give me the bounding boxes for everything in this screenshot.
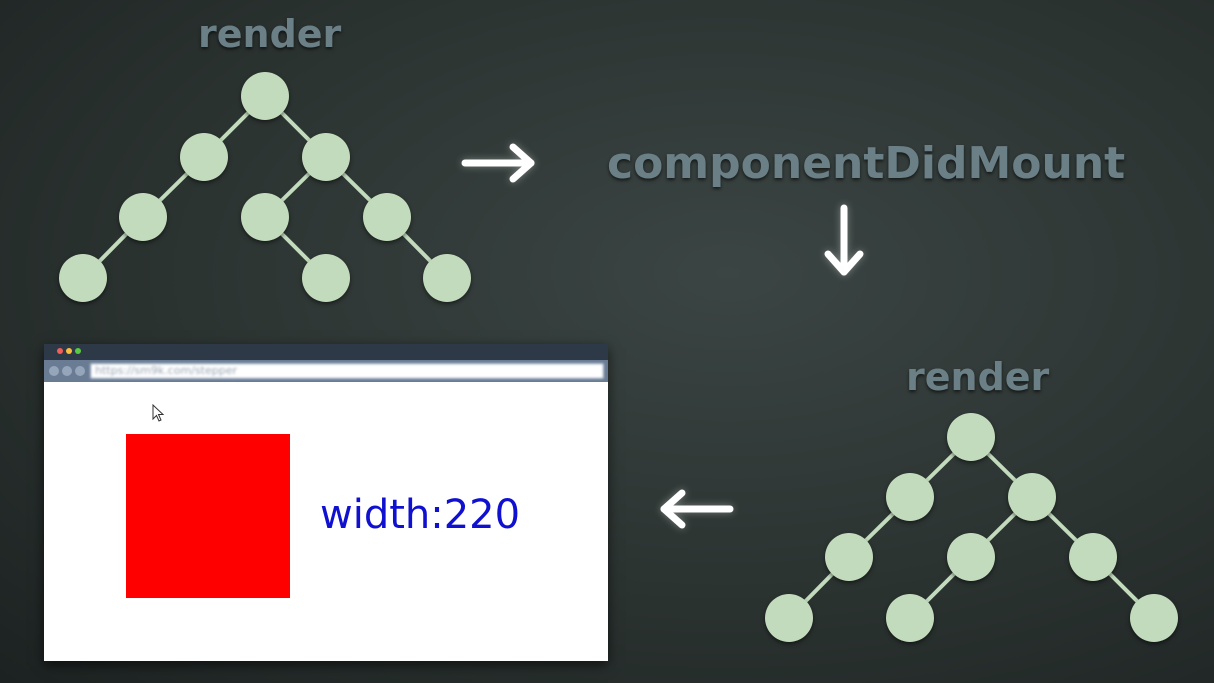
tree-node: [1008, 473, 1056, 521]
render-tree-top: [59, 72, 471, 302]
back-button[interactable]: [49, 366, 59, 376]
forward-button[interactable]: [62, 366, 72, 376]
tree-edges: [81, 94, 449, 280]
tree-node: [825, 533, 873, 581]
mouse-cursor-icon: [152, 404, 165, 422]
tree-node: [59, 254, 107, 302]
tree-node: [241, 193, 289, 241]
arrow-left-icon: [660, 489, 734, 529]
tree-node: [886, 594, 934, 642]
browser-content: width:220: [44, 382, 608, 661]
tree-node: [119, 193, 167, 241]
tree-node: [1069, 533, 1117, 581]
tree-node: [1130, 594, 1178, 642]
tree-node: [765, 594, 813, 642]
tree-node: [302, 254, 350, 302]
render-label-top: render: [198, 12, 342, 56]
address-bar[interactable]: https://sm9k.com/stepper: [90, 363, 604, 379]
component-did-mount-label: componentDidMount: [607, 138, 1126, 189]
arrow-right-icon: [461, 143, 535, 183]
tree-node: [886, 473, 934, 521]
maximize-window-dot[interactable]: [75, 348, 81, 354]
tree-node: [423, 254, 471, 302]
browser-toolbar: https://sm9k.com/stepper: [44, 360, 608, 382]
minimize-window-dot[interactable]: [66, 348, 72, 354]
browser-window: https://sm9k.com/stepper width:220: [44, 344, 608, 661]
tree-node: [302, 133, 350, 181]
tree-node: [947, 533, 995, 581]
arrow-down-icon: [824, 204, 864, 276]
close-window-dot[interactable]: [57, 348, 63, 354]
render-label-bottom: render: [906, 355, 1050, 399]
width-readout: width:220: [320, 492, 521, 538]
browser-titlebar: [44, 344, 608, 360]
render-tree-bottom: [765, 413, 1178, 642]
tree-node: [241, 72, 289, 120]
tree-node: [363, 193, 411, 241]
tree-node: [180, 133, 228, 181]
tree-edges: [787, 435, 1156, 620]
reload-button[interactable]: [75, 366, 85, 376]
tree-node: [947, 413, 995, 461]
red-square: [126, 434, 290, 598]
